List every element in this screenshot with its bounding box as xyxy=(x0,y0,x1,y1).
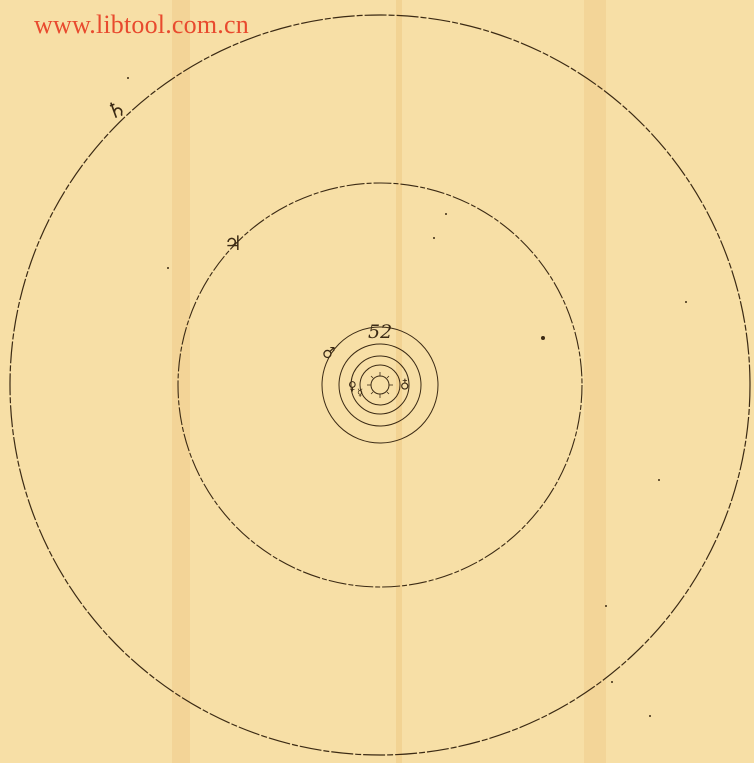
paper-specks xyxy=(127,77,687,717)
mercury-symbol: ☿ xyxy=(357,388,363,399)
plate-number: 52 xyxy=(368,321,392,343)
mars-symbol: ♂ xyxy=(322,344,335,362)
earth-symbol: ♁ xyxy=(400,377,410,392)
jupiter-symbol: ♃ xyxy=(224,231,242,255)
sun-symbol: ☉ xyxy=(373,378,386,394)
venus-symbol: ♀ xyxy=(348,379,357,393)
saturn-symbol: ♄ xyxy=(104,95,131,125)
